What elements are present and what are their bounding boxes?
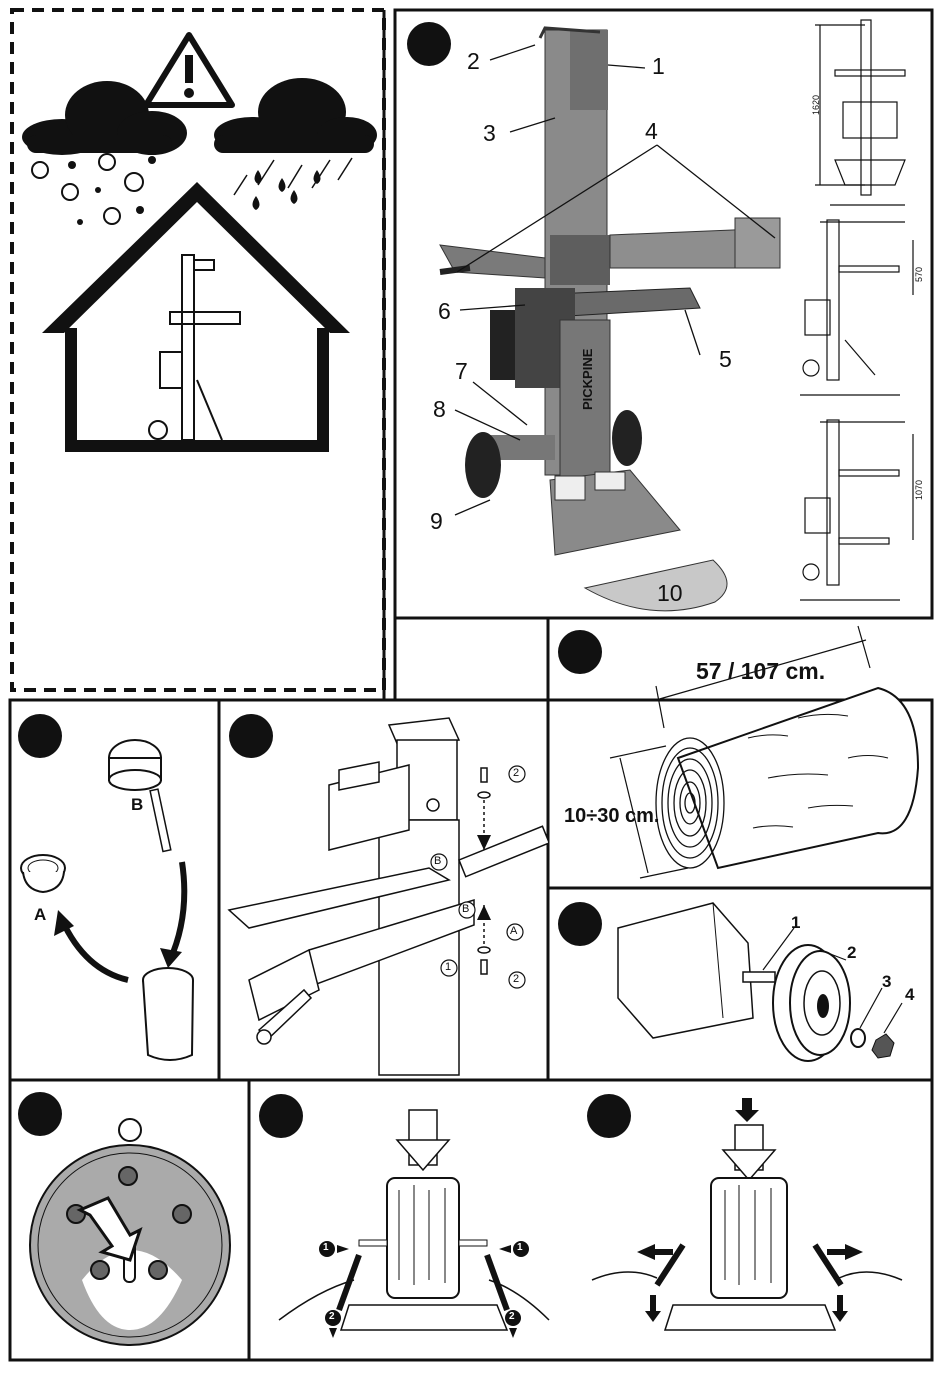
operation-panel-2 bbox=[577, 1080, 932, 1360]
callout-1: 1 bbox=[445, 962, 451, 973]
assembly-panel: 2 B B A 1 2 bbox=[219, 700, 548, 1080]
section-badge bbox=[229, 714, 273, 758]
section-badge bbox=[587, 1094, 631, 1138]
rain-cloud-icon bbox=[214, 78, 377, 210]
wheel-callout-1: 1 bbox=[791, 914, 800, 931]
label-a: A bbox=[510, 926, 517, 937]
callout-1: 1 bbox=[652, 55, 665, 78]
label-b-top: B bbox=[434, 856, 441, 867]
section-badge bbox=[259, 1094, 303, 1138]
wheel-callout-3: 3 bbox=[882, 973, 891, 990]
dimension-570: 570 bbox=[915, 267, 924, 282]
dimension-1070: 1070 bbox=[915, 480, 924, 500]
callout-3: 3 bbox=[483, 122, 496, 145]
step-2-right: 2 bbox=[509, 1312, 515, 1322]
callout-2: 2 bbox=[467, 50, 480, 73]
callout-2-top: 2 bbox=[513, 768, 519, 779]
callout-2-bottom: 2 bbox=[513, 974, 519, 985]
operation-panel-1: 1 1 2 2 bbox=[249, 1080, 577, 1360]
machine-overview-panel: 2 1 3 4 6 5 7 8 9 10 PICKPINE 1620 570 1… bbox=[395, 10, 932, 618]
section-badge bbox=[558, 630, 602, 674]
section-badge bbox=[558, 902, 602, 946]
section-badge bbox=[18, 1092, 62, 1136]
callout-4: 4 bbox=[645, 120, 658, 143]
label-a: A bbox=[34, 906, 46, 923]
callout-5: 5 bbox=[719, 348, 732, 371]
step-1-right: 1 bbox=[517, 1243, 523, 1253]
section-badge bbox=[407, 22, 451, 66]
callout-8: 8 bbox=[433, 398, 446, 421]
callout-7: 7 bbox=[455, 360, 468, 383]
step-2-left: 2 bbox=[329, 1312, 335, 1322]
cover-illustration bbox=[10, 1080, 249, 1360]
warning-icon bbox=[146, 35, 232, 105]
operation-illustration-2 bbox=[577, 1080, 932, 1360]
brand-label: PICKPINE bbox=[581, 349, 594, 410]
log-diameter-label: 10÷30 cm. bbox=[564, 806, 660, 826]
label-b: B bbox=[131, 796, 143, 813]
assembly-illustration bbox=[219, 700, 548, 1080]
label-b-bottom: B bbox=[462, 904, 469, 915]
oil-cap-panel: B A bbox=[10, 700, 219, 1080]
machine-overview-illustration bbox=[395, 10, 932, 618]
wheel-callout-4: 4 bbox=[905, 986, 914, 1003]
log-splitter-icon bbox=[149, 255, 240, 440]
callout-9: 9 bbox=[430, 510, 443, 533]
log-size-panel: 57 / 107 cm. 10÷30 cm. bbox=[548, 618, 932, 888]
weather-warning-panel bbox=[12, 10, 384, 690]
callout-6: 6 bbox=[438, 300, 451, 323]
cover-panel bbox=[10, 1080, 249, 1360]
section-badge bbox=[18, 714, 62, 758]
step-1-left: 1 bbox=[323, 1243, 329, 1253]
wheel-panel: 1 2 3 4 bbox=[548, 888, 932, 1080]
oil-cap-illustration bbox=[10, 700, 219, 1080]
wheel-tire bbox=[773, 945, 850, 1061]
dimension-1620: 1620 bbox=[812, 95, 821, 115]
log-length-label: 57 / 107 cm. bbox=[696, 660, 825, 683]
wheel-illustration bbox=[548, 888, 932, 1080]
house-icon bbox=[42, 182, 350, 452]
wheel-callout-2: 2 bbox=[847, 944, 856, 961]
callout-10: 10 bbox=[657, 582, 683, 605]
operation-illustration-1 bbox=[249, 1080, 577, 1360]
weather-illustration bbox=[12, 10, 384, 690]
